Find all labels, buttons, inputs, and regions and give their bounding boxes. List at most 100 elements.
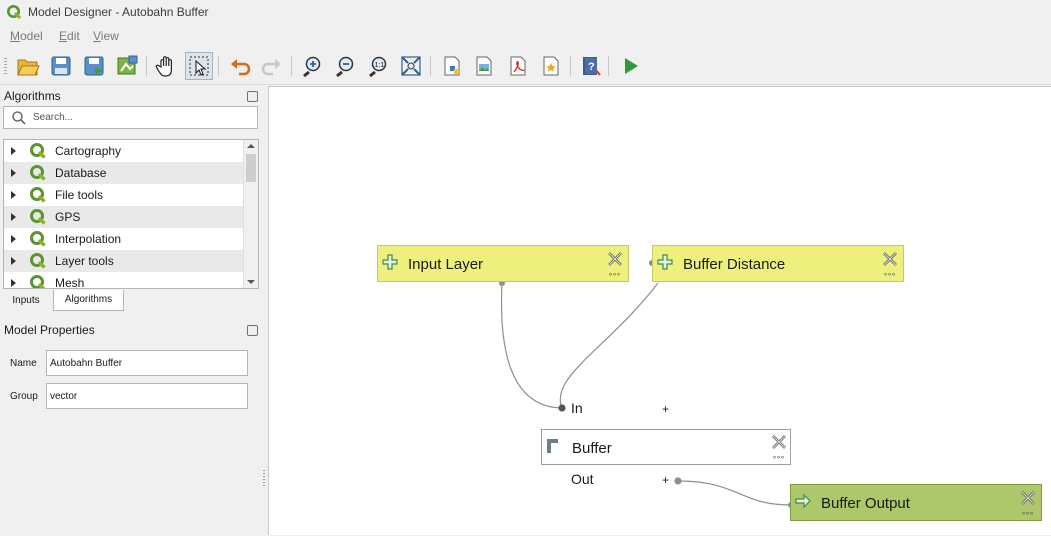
tree-item-label: GPS [55, 210, 81, 224]
in-label: In [571, 400, 583, 416]
menu-view[interactable]: View [93, 29, 119, 43]
menu-bar: Model Edit View [0, 26, 1051, 46]
add-input-icon [657, 254, 673, 270]
title-bar: Model Designer - Autobahn Buffer [0, 0, 1051, 24]
input-layer-node[interactable]: Input Layer ∘∘∘ [377, 245, 629, 282]
window-title: Model Designer - Autobahn Buffer [28, 5, 209, 19]
model-properties-title: Model Properties [4, 323, 95, 337]
remove-node-icon[interactable] [882, 251, 898, 267]
output-arrow-icon [795, 493, 811, 509]
search-icon [11, 110, 27, 129]
zoom-full-icon[interactable] [397, 52, 425, 80]
tree-item-label: Layer tools [55, 254, 114, 268]
save-as-icon[interactable] [80, 52, 108, 80]
scrollbar-thumb[interactable] [246, 154, 256, 182]
qgis-provider-icon [29, 186, 47, 207]
buffer-output-label: Buffer Output [821, 495, 910, 512]
buffer-output-node[interactable]: Buffer Output ∘∘∘ [790, 484, 1042, 521]
export-svg-icon[interactable] [537, 52, 565, 80]
qgis-provider-icon [29, 142, 47, 163]
group-label: Group [10, 391, 38, 402]
input-layer-label: Input Layer [408, 256, 484, 273]
tree-item-cartography[interactable]: Cartography [4, 140, 245, 162]
tree-item-label: Mesh [55, 276, 85, 289]
add-input-icon [382, 254, 398, 270]
model-canvas[interactable]: Input Layer ∘∘∘ Buffer Distance ∘∘∘ In +… [268, 86, 1051, 535]
expand-arrow-icon[interactable] [11, 191, 16, 199]
redo-icon[interactable] [258, 52, 286, 80]
connection-lines [499, 260, 794, 508]
expand-arrow-icon[interactable] [11, 169, 16, 177]
tree-item-interpolation[interactable]: Interpolation [4, 228, 245, 250]
edit-node-icon[interactable]: ∘∘∘ [883, 270, 896, 279]
undock-icon[interactable] [247, 325, 258, 336]
group-field[interactable]: vector [46, 383, 248, 409]
tree-item-layer-tools[interactable]: Layer tools [4, 250, 245, 272]
buffer-distance-node[interactable]: Buffer Distance ∘∘∘ [652, 245, 904, 282]
expand-inputs-plus[interactable]: + [662, 402, 670, 416]
menu-model[interactable]: Model [10, 29, 43, 43]
tree-item-file-tools[interactable]: File tools [4, 184, 245, 206]
scroll-down-icon[interactable] [247, 279, 255, 285]
expand-arrow-icon[interactable] [11, 279, 16, 287]
tree-item-label: Interpolation [55, 232, 122, 246]
algorithm-tree: Cartography Database File tools GPS Inte… [3, 139, 259, 289]
expand-arrow-icon[interactable] [11, 213, 16, 221]
panel-tabs: Inputs Algorithms [0, 290, 263, 312]
zoom-in-icon[interactable] [298, 52, 326, 80]
remove-node-icon[interactable] [607, 251, 623, 267]
panel-splitter[interactable] [263, 470, 265, 486]
qgis-provider-icon [29, 252, 47, 273]
remove-node-icon[interactable] [1020, 490, 1036, 506]
save-in-project-icon[interactable] [113, 52, 141, 80]
buffer-algorithm-label: Buffer [572, 440, 612, 457]
export-image-icon[interactable] [470, 52, 498, 80]
open-model-icon[interactable] [14, 52, 42, 80]
tree-item-mesh[interactable]: Mesh [4, 272, 245, 289]
algorithms-panel-title: Algorithms [4, 89, 61, 103]
buffer-algorithm-icon [547, 439, 558, 453]
name-label: Name [10, 358, 37, 369]
remove-node-icon[interactable] [771, 434, 787, 450]
tree-item-label: Cartography [55, 144, 122, 158]
tree-item-gps[interactable]: GPS [4, 206, 245, 228]
qgis-logo-icon [6, 4, 22, 23]
toolbar-grip[interactable] [4, 58, 7, 74]
qgis-provider-icon [29, 230, 47, 251]
help-icon[interactable]: ? [577, 52, 605, 80]
zoom-out-icon[interactable] [331, 52, 359, 80]
qgis-provider-icon [29, 208, 47, 229]
tree-item-label: Database [55, 166, 107, 180]
scroll-up-icon[interactable] [247, 143, 255, 149]
buffer-algorithm-node[interactable]: Buffer ∘∘∘ [541, 429, 791, 465]
expand-arrow-icon[interactable] [11, 235, 16, 243]
undo-icon[interactable] [226, 52, 254, 80]
export-python-icon[interactable] [438, 52, 466, 80]
tree-item-database[interactable]: Database [4, 162, 245, 184]
expand-outputs-plus[interactable]: + [662, 473, 670, 487]
edit-node-icon[interactable]: ∘∘∘ [608, 270, 621, 279]
undock-icon[interactable] [247, 91, 258, 102]
tab-algorithms[interactable]: Algorithms [53, 290, 124, 311]
name-field[interactable]: Autobahn Buffer [46, 350, 248, 376]
export-pdf-icon[interactable] [504, 52, 532, 80]
tree-scrollbar[interactable] [243, 140, 258, 288]
qgis-provider-icon [29, 164, 47, 185]
save-model-icon[interactable] [47, 52, 75, 80]
tree-item-label: File tools [55, 188, 104, 202]
search-input[interactable]: Search... [3, 106, 258, 129]
select-icon[interactable] [185, 52, 213, 80]
zoom-actual-icon[interactable]: 1:1 [364, 52, 392, 80]
expand-arrow-icon[interactable] [11, 147, 16, 155]
svg-text:?: ? [588, 61, 595, 73]
pan-icon[interactable] [152, 52, 180, 80]
toolbar: 1:1 ? [0, 48, 1051, 85]
search-placeholder: Search... [33, 112, 74, 123]
edit-node-icon[interactable]: ∘∘∘ [772, 453, 785, 462]
expand-arrow-icon[interactable] [11, 257, 16, 265]
run-model-icon[interactable] [616, 52, 644, 80]
edit-node-icon[interactable]: ∘∘∘ [1021, 509, 1034, 518]
tab-inputs[interactable]: Inputs [12, 295, 40, 306]
menu-edit[interactable]: Edit [59, 29, 80, 43]
out-label: Out [571, 471, 594, 487]
